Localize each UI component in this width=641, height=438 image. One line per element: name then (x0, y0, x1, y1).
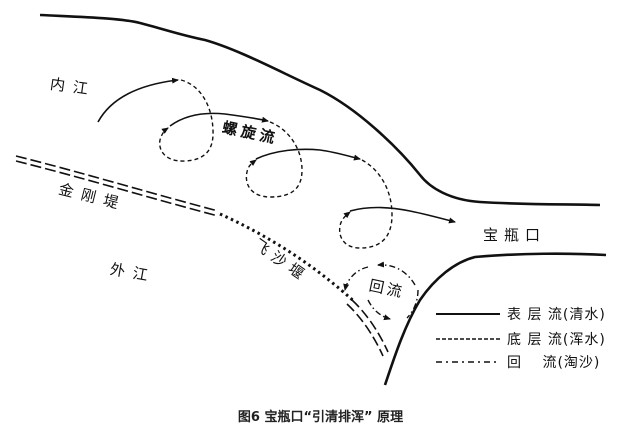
legend-lines (436, 313, 500, 363)
spiral-flow-3 (338, 159, 456, 249)
spiral-flow-2 (245, 121, 361, 198)
legend-item-bottom-flow: 底 层 流(浑水) (507, 332, 606, 348)
jingang-dike-line (15, 155, 219, 217)
figure-caption: 图6 宝瓶口“引清排浑” 原理 (237, 410, 404, 425)
legend-item-return-flow: 回 流(淘沙) (507, 355, 601, 371)
upper-riverbank (39, 13, 601, 207)
lower-riverbank (383, 252, 607, 386)
spiral-flow-1 (97, 77, 269, 162)
return-flow (343, 261, 419, 321)
legend-item-surface-flow: 表 层 流(清水) (507, 307, 606, 323)
lower-dike-line (346, 299, 389, 357)
label-baopingkou: 宝瓶口 (483, 226, 547, 244)
